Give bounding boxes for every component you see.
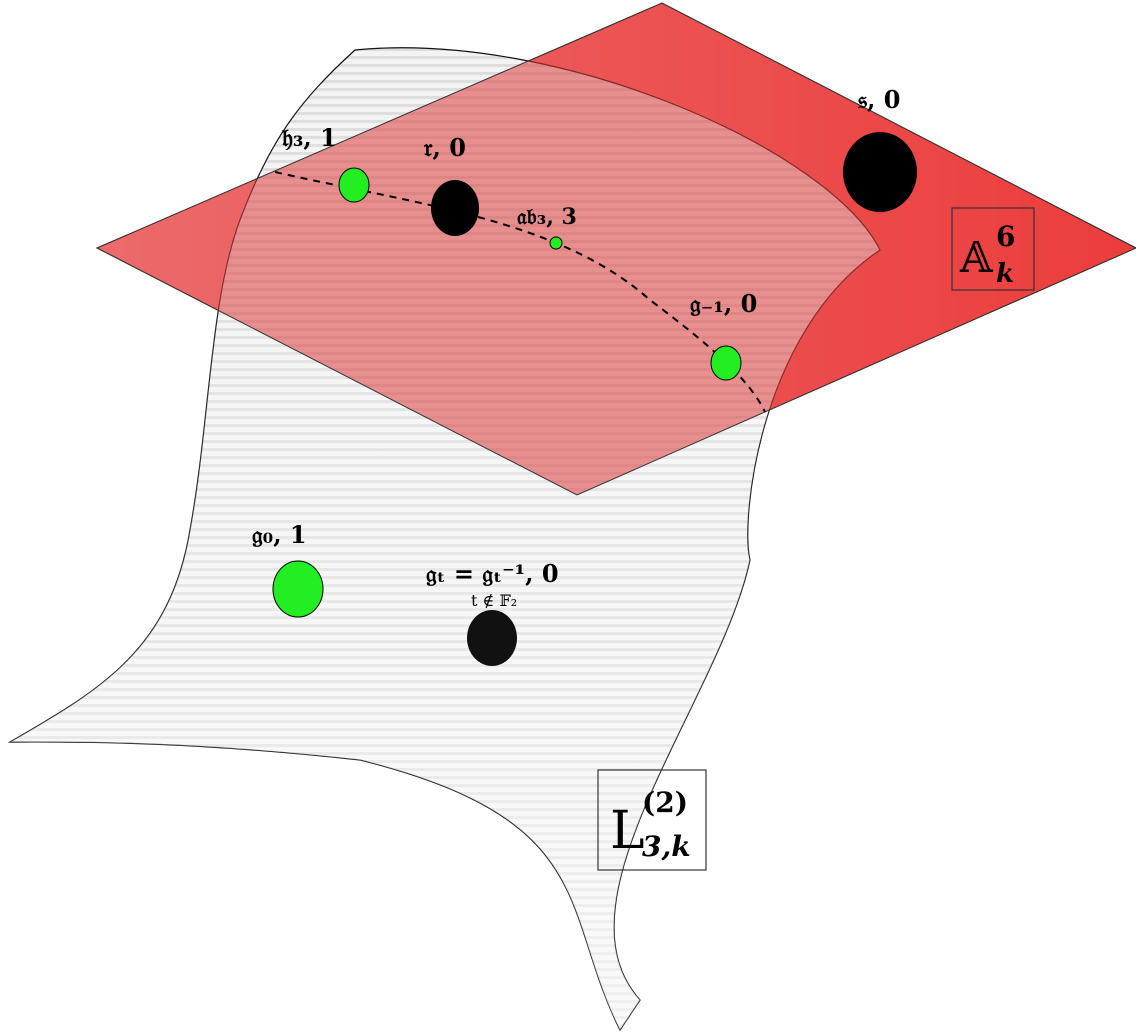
plane-label-sub: k [996, 259, 1014, 289]
label-h3: 𝔥₃, 1 [282, 123, 337, 152]
plane-label-box [951, 207, 1035, 291]
surface-label-sup: (2) [642, 786, 688, 819]
point-ab3 [549, 236, 563, 250]
label-g-1: 𝔤₋₁, 0 [690, 289, 757, 318]
point-g0 [272, 560, 324, 618]
label-g0: 𝔤₀, 1 [252, 520, 307, 549]
label-gt: 𝔤ₜ = 𝔤ₜ⁻¹, 0 [426, 559, 559, 588]
point-g-1 [710, 345, 742, 381]
surface-label-main: L [610, 801, 645, 861]
plane-label-main: 𝔸 [959, 233, 994, 282]
point-s [843, 132, 917, 212]
plane-label-sup: 6 [996, 220, 1015, 253]
plane-overlay [95, 2, 1136, 496]
label-r: 𝔯, 0 [423, 133, 466, 162]
label-gt-note: t ∉ 𝔽₂ [471, 591, 517, 610]
surface-label-sub: 3,k [642, 830, 691, 863]
point-gt [467, 610, 517, 666]
label-ab3: 𝔞𝔟₃, 3 [517, 204, 577, 230]
label-s: 𝔰, 0 [857, 85, 900, 114]
point-r [431, 180, 479, 236]
point-h3 [338, 167, 370, 203]
surface-label-box [597, 769, 707, 871]
